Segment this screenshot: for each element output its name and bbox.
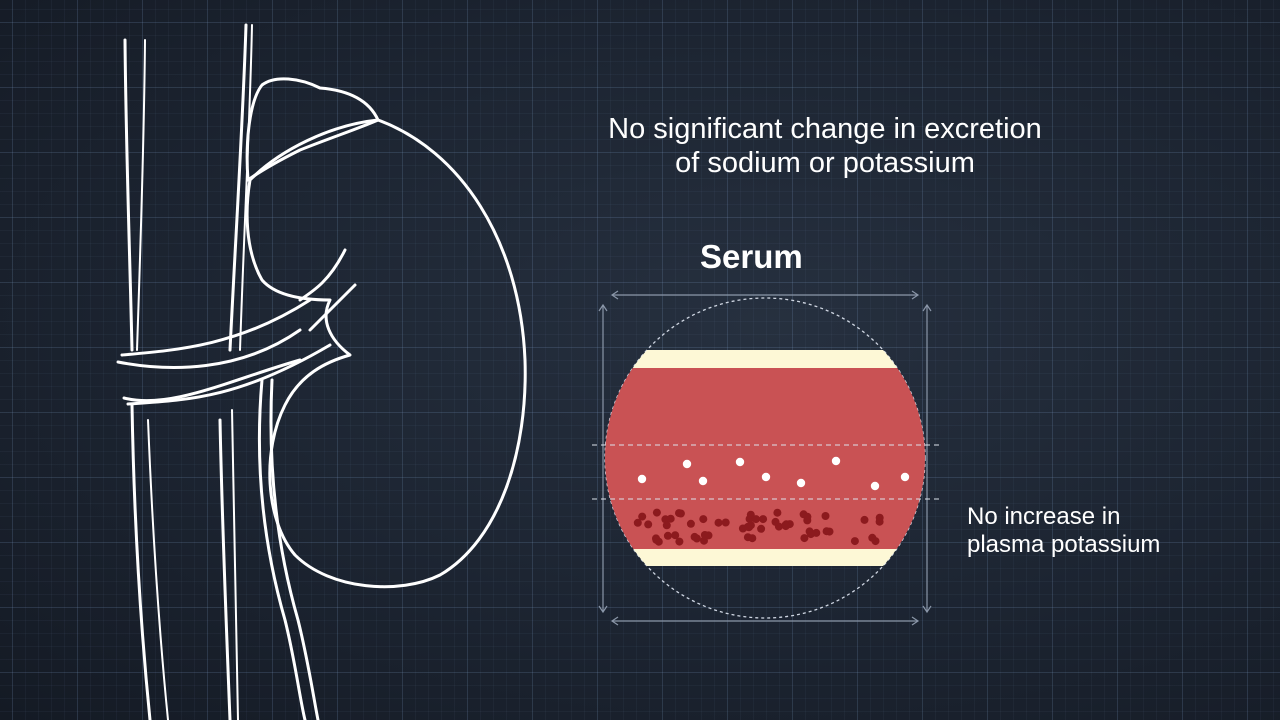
blood-cell-particle <box>714 518 723 527</box>
blood-cell-particle <box>781 522 790 531</box>
potassium-particle <box>796 478 806 488</box>
blood-cell-particle <box>671 531 680 540</box>
potassium-particle <box>735 457 745 467</box>
blood-cell-particle <box>721 518 730 527</box>
blood-cell-particle <box>675 509 683 518</box>
heading-line-1: No significant change in excretion <box>608 113 1042 145</box>
adrenal-gland <box>245 77 380 182</box>
potassium-particle <box>900 472 910 482</box>
blood-cell-particle <box>638 512 647 521</box>
plasma-band-top <box>605 350 925 368</box>
serum-measure-lines <box>598 290 932 626</box>
plasma-potassium-note: No increase in plasma potassium <box>967 503 1160 559</box>
potassium-particles <box>637 456 910 491</box>
ureter <box>257 378 320 720</box>
blood-cell-particle <box>868 533 877 542</box>
blood-cell-particles <box>633 508 884 546</box>
blood-cell-particle <box>875 517 884 526</box>
blood-cell-particle <box>675 537 684 546</box>
blood-cell-particle <box>757 524 766 533</box>
kidney-outline <box>245 118 527 589</box>
heading-line-2: of sodium or potassium <box>675 147 975 179</box>
blood-cell-particle <box>662 521 671 530</box>
potassium-particle <box>831 456 841 466</box>
blood-cell-particle <box>746 510 755 519</box>
note-line-2: plasma potassium <box>967 531 1161 558</box>
blood-cell-particle <box>860 515 869 524</box>
blood-cell-particle <box>746 521 755 530</box>
potassium-particle <box>870 481 880 491</box>
blood-cell-particle <box>773 508 782 517</box>
blood-cell-particle <box>644 520 653 529</box>
blood-cell-particle <box>690 532 699 541</box>
blood-cell-particle <box>803 516 812 525</box>
serum-title: Serum <box>700 238 803 275</box>
potassium-particle <box>637 474 647 484</box>
blood-cell-particle <box>663 531 672 540</box>
serum-sample <box>605 350 925 566</box>
blood-cell-particle <box>822 527 831 536</box>
blood-cell-particle <box>699 515 708 524</box>
blood-cell-particle <box>666 514 675 523</box>
potassium-particle <box>698 476 708 486</box>
blood-cell-particle <box>800 534 809 543</box>
potassium-particle <box>682 459 692 469</box>
note-line-1: No increase in <box>967 503 1121 530</box>
blood-cell-particle <box>771 517 780 526</box>
blood-cell-particle <box>759 515 768 524</box>
blood-cell-particle <box>633 518 642 527</box>
blood-cell-particle <box>652 508 661 517</box>
serum-level-lines <box>592 444 940 500</box>
blood-cell-particle <box>686 519 695 528</box>
plasma-band-bottom <box>605 549 925 566</box>
heading: No significant change in excretion of so… <box>560 112 1090 180</box>
potassium-particle <box>761 472 771 482</box>
blood-cell-particle <box>850 537 859 546</box>
blood-cell-particle <box>700 536 708 545</box>
renal-vessels <box>116 248 357 406</box>
great-vessels <box>123 23 253 720</box>
blood-cell-particle <box>654 537 663 546</box>
blood-cell-particle <box>812 528 821 537</box>
blood-cell-particle <box>748 534 757 543</box>
blood-cell-particle <box>821 512 830 520</box>
